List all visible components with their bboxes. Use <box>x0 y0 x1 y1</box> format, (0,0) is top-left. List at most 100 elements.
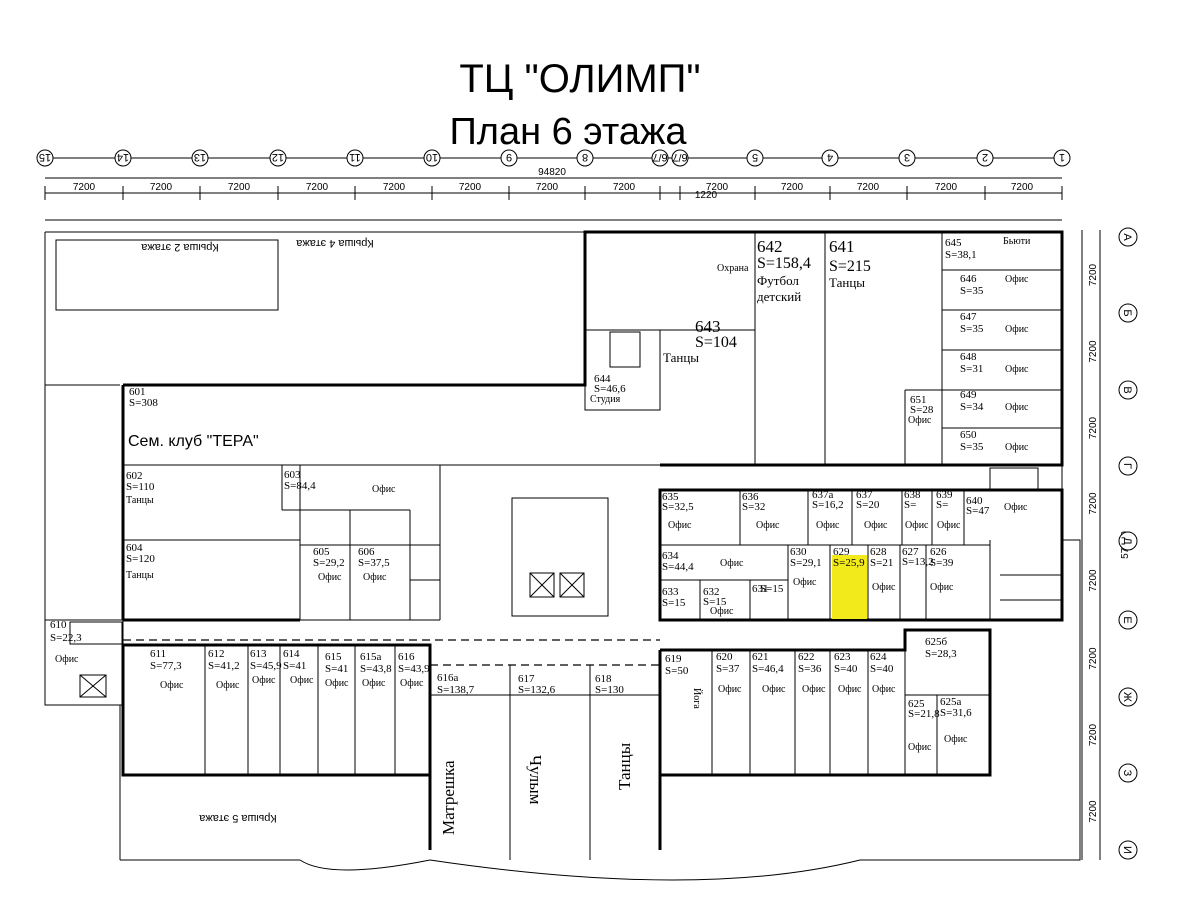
room-area: S=43,8 <box>360 663 392 675</box>
offset-dimension: 1220 <box>695 190 718 201</box>
svg-text:Ж: Ж <box>1121 692 1133 702</box>
bay-dimension-4: 7200 <box>306 182 329 193</box>
room-id: 647 <box>960 311 977 323</box>
highlighted-room-629[interactable] <box>832 555 867 619</box>
axis-marker-12: 4 <box>821 149 839 200</box>
bay-dimension-8: 7200 <box>613 182 636 193</box>
bay-dimension-9: 7200 <box>706 182 729 193</box>
room-use: Офис <box>372 484 396 495</box>
room-id: 615 <box>325 651 342 663</box>
room-id: 615а <box>360 651 382 663</box>
room-id: 620 <box>716 651 733 663</box>
axis-marker-9: 6/7 <box>651 149 669 200</box>
room-use: Офис <box>816 520 840 531</box>
svg-text:9: 9 <box>506 151 512 163</box>
bay-dimension-11: 7200 <box>857 182 880 193</box>
room-id: 648 <box>960 351 977 363</box>
room-area: S=43,9 <box>398 663 430 675</box>
room-id: 618 <box>595 673 612 685</box>
svg-text:641: 641 <box>829 237 855 256</box>
room-area: S=132,6 <box>518 684 556 696</box>
room-area: S=46,6 <box>594 383 626 395</box>
large-room-641[interactable]: 641 S=215 Танцы <box>829 237 871 290</box>
room-id: 613 <box>250 648 267 660</box>
large-room-642[interactable]: 642 S=158,4 Футбол детский <box>757 237 811 304</box>
room-area: S=41 <box>283 660 306 672</box>
svg-text:Футбол: Футбол <box>757 273 799 288</box>
bay-dimension-3: 7200 <box>228 182 251 193</box>
room-use: Танцы <box>126 570 154 581</box>
axis-marker-14: 2 <box>976 149 994 200</box>
room-area: S=35 <box>960 285 984 297</box>
room-use: Офис <box>718 684 742 695</box>
right-axis-markers: А7200Б7200В7200Г7200Д7200Е7200Ж7200З7200… <box>1088 227 1138 860</box>
room-area: S=40 <box>870 663 894 675</box>
room-area: S= <box>936 499 948 511</box>
room-area: S=16,2 <box>812 499 844 511</box>
room-id: 602 <box>126 470 143 482</box>
large-room-643[interactable]: 643 S=104 Танцы <box>663 317 737 365</box>
room-use: Офис <box>252 675 276 686</box>
svg-text:S=158,4: S=158,4 <box>757 255 811 272</box>
room-use: Офис <box>908 742 932 753</box>
room-use: Офис <box>1005 442 1029 453</box>
svg-text:7200: 7200 <box>1088 263 1099 286</box>
room-id: 645 <box>945 237 962 249</box>
svg-text:11: 11 <box>349 151 360 163</box>
room-id: 628 <box>870 546 887 558</box>
axis-marker-2: 14 <box>114 149 132 200</box>
